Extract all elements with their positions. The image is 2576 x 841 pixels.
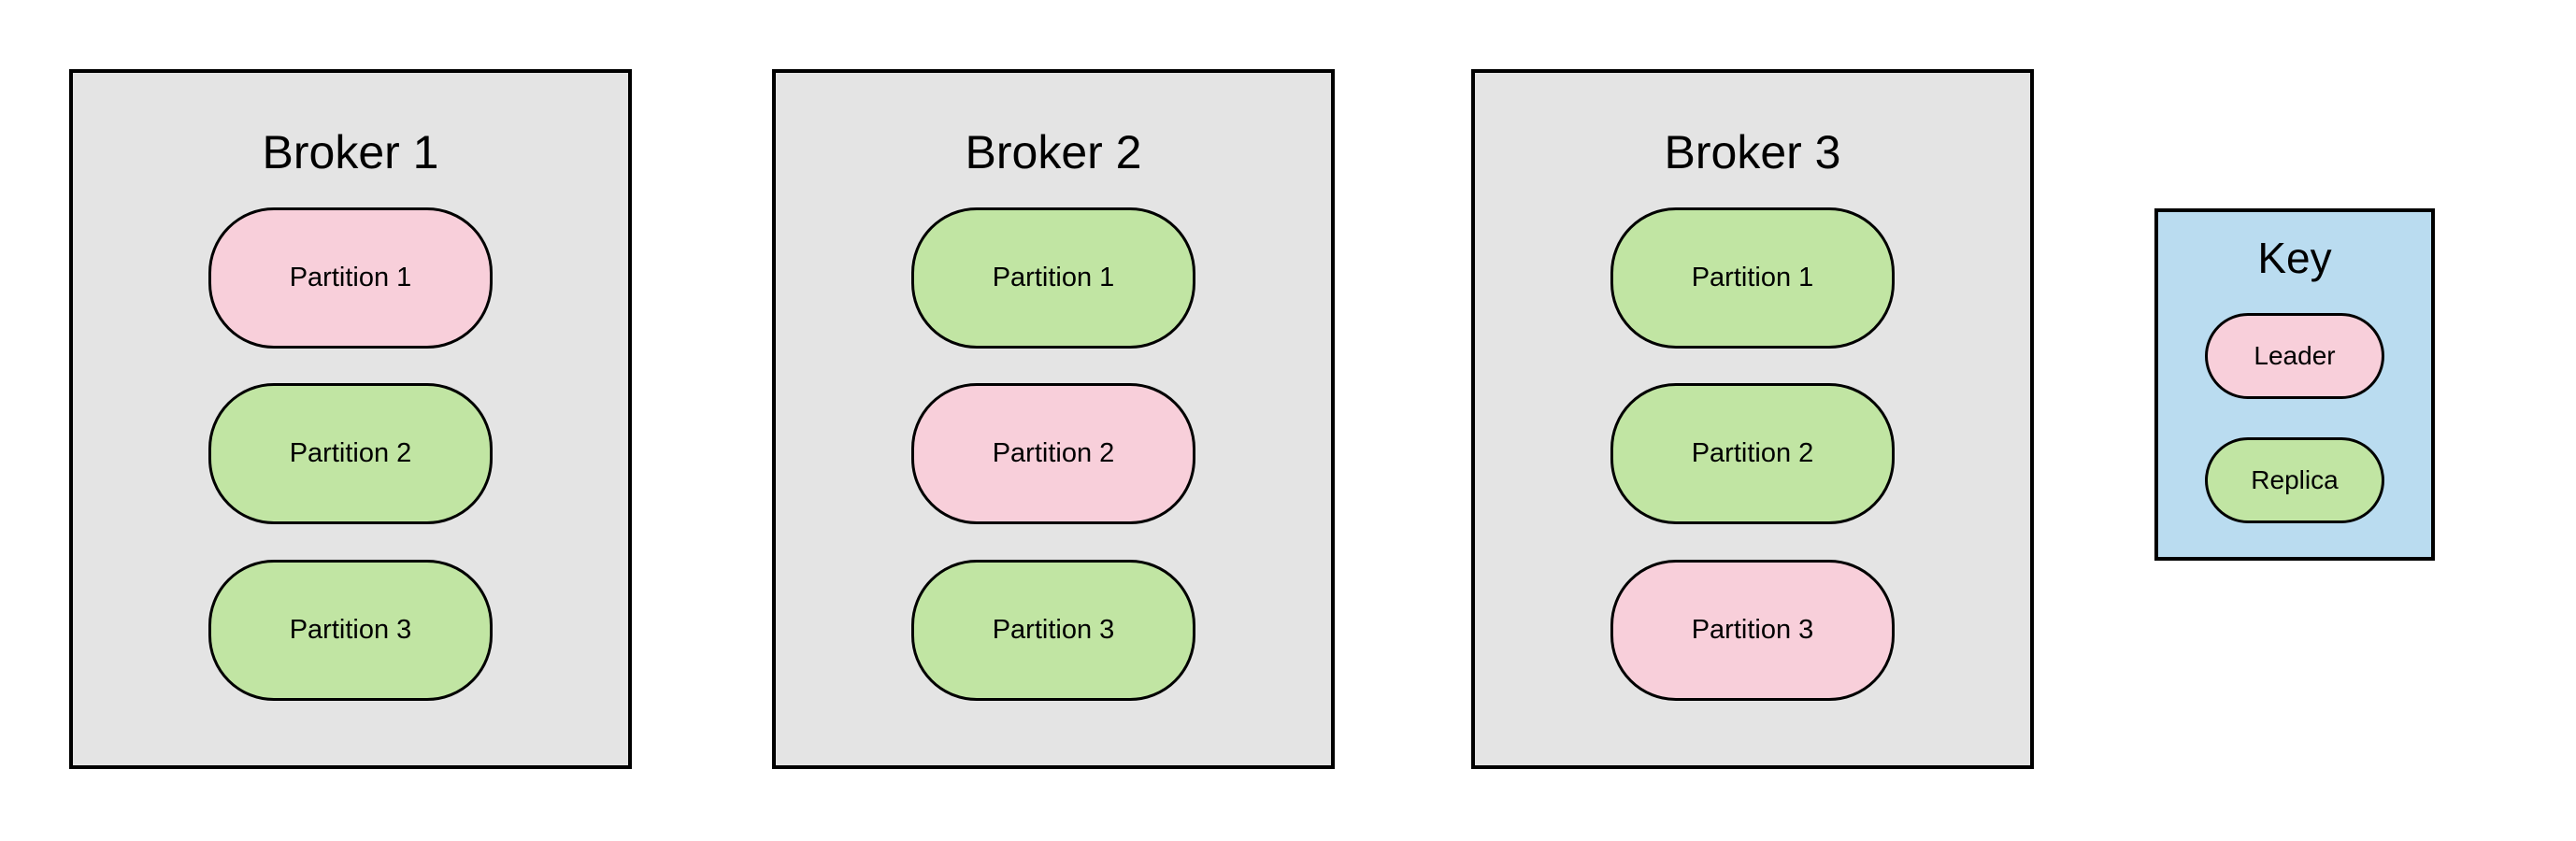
partition-label: Partition 3 (289, 615, 412, 645)
broker-3-box: Broker 3 Partition 1 Partition 2 Partiti… (1471, 69, 2034, 769)
broker-2-title: Broker 2 (965, 126, 1142, 178)
broker-3-title: Broker 3 (1664, 126, 1841, 178)
partition-label: Partition 1 (289, 263, 412, 292)
legend-key-title: Key (2257, 234, 2332, 282)
broker-3-partition-3-leader: Partition 3 (1610, 560, 1895, 701)
partition-label: Partition 2 (992, 438, 1115, 468)
legend-leader-label: Leader (2254, 341, 2336, 370)
legend-replica-label: Replica (2251, 465, 2339, 494)
legend-leader-pill: Leader (2205, 313, 2384, 399)
broker-1-box: Broker 1 Partition 1 Partition 2 Partiti… (69, 69, 632, 769)
partition-label: Partition 3 (992, 615, 1115, 645)
legend-key-box: Key Leader Replica (2154, 208, 2435, 561)
broker-2-box: Broker 2 Partition 1 Partition 2 Partiti… (772, 69, 1335, 769)
partition-label: Partition 3 (1691, 615, 1814, 645)
partition-label: Partition 1 (992, 263, 1115, 292)
broker-2-partition-2-leader: Partition 2 (911, 383, 1195, 524)
broker-3-partition-1-replica: Partition 1 (1610, 207, 1895, 349)
broker-1-partition-2-replica: Partition 2 (208, 383, 493, 524)
broker-2-partition-3-replica: Partition 3 (911, 560, 1195, 701)
broker-1-partition-1-leader: Partition 1 (208, 207, 493, 349)
broker-3-partition-2-replica: Partition 2 (1610, 383, 1895, 524)
broker-1-partition-3-replica: Partition 3 (208, 560, 493, 701)
broker-1-title: Broker 1 (262, 126, 439, 178)
partition-label: Partition 1 (1691, 263, 1814, 292)
legend-replica-pill: Replica (2205, 437, 2384, 523)
broker-2-partition-1-replica: Partition 1 (911, 207, 1195, 349)
partition-label: Partition 2 (289, 438, 412, 468)
partition-label: Partition 2 (1691, 438, 1814, 468)
